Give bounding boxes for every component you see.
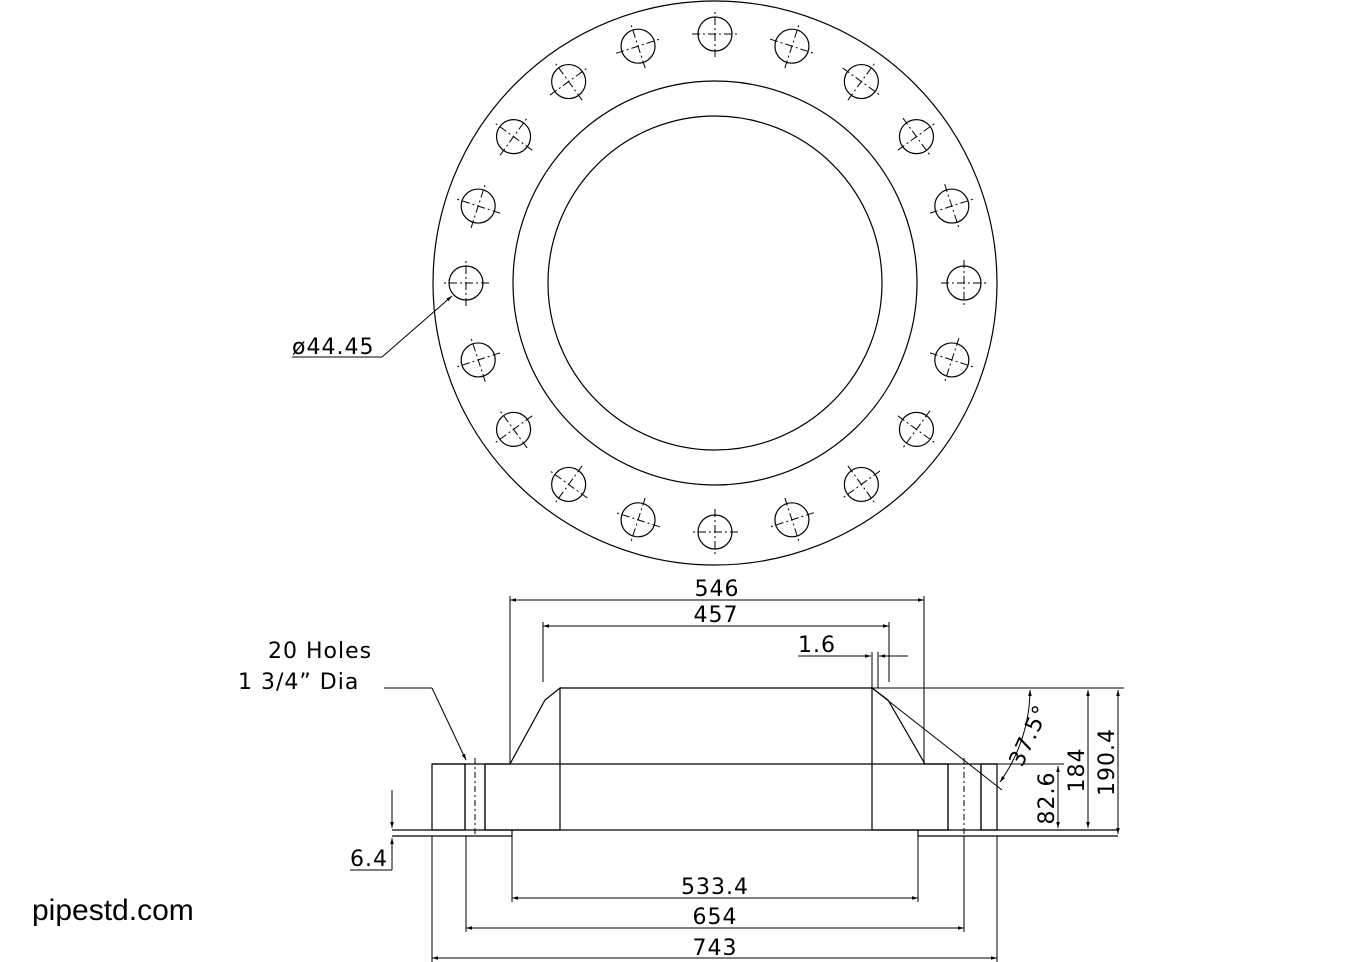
dimension-546: 546 — [509, 577, 925, 764]
bolt-holes — [443, 11, 987, 555]
bolt-hole — [549, 62, 588, 101]
dimension-457: 457 — [542, 603, 890, 682]
dimension-82-6: 82.6 — [997, 763, 1064, 828]
dim-190-4-label: 190.4 — [1095, 728, 1120, 796]
bolt-hole — [456, 184, 501, 229]
angle-label: 37.5° — [1005, 701, 1055, 770]
hub-right — [871, 686, 949, 831]
bolt-hole — [769, 497, 814, 542]
hole-note: 20 Holes 1 3/4” Dia — [238, 639, 467, 761]
bolt-hole — [769, 24, 814, 69]
bolt-hole — [692, 11, 738, 57]
bolt-hole — [897, 410, 936, 449]
flange-left-ring — [431, 763, 466, 831]
bolt-hole — [443, 260, 489, 306]
bolt-hole-dimension: ø44.45 — [292, 295, 453, 360]
bolt-hole — [456, 337, 501, 382]
bolt-hole — [616, 497, 661, 542]
bolt-hole — [549, 465, 588, 504]
dim-457-label: 457 — [694, 603, 739, 628]
bolt-hole — [897, 117, 936, 156]
dimension-1-6: 1.6 — [798, 633, 908, 688]
dimension-654: 654 — [465, 836, 965, 932]
bolt-hole — [692, 509, 738, 555]
bolt-hole — [929, 184, 974, 229]
bolt-hole — [494, 410, 533, 449]
dim-1-6-label: 1.6 — [798, 633, 836, 658]
flange-right-ring — [980, 763, 998, 831]
dim-533-4-label: 533.4 — [681, 875, 749, 900]
bolt-hole — [842, 465, 881, 504]
bolt-hole — [616, 24, 661, 69]
dimension-184: 184 — [1040, 687, 1096, 828]
flange-top-view — [432, 0, 998, 566]
dim-743-label: 743 — [693, 936, 738, 961]
brand-watermark: pipestd.com — [32, 894, 194, 927]
bolt-hole — [842, 62, 881, 101]
dim-82-6-label: 82.6 — [1035, 772, 1060, 825]
dimension-743: 743 — [431, 836, 998, 962]
hub-circle — [512, 80, 918, 486]
dimension-6-4: 6.4 — [350, 790, 394, 872]
dim-6-4-label: 6.4 — [350, 847, 388, 872]
bolt-hole — [929, 337, 974, 382]
dimension-angle: 37.5° — [871, 687, 1055, 791]
flange-section-view — [392, 686, 1118, 837]
bolt-hole-diameter-label: ø44.45 — [292, 335, 374, 360]
dim-184-label: 184 — [1065, 748, 1090, 793]
outer-circle — [432, 0, 998, 566]
dim-654-label: 654 — [693, 905, 738, 930]
dim-546-label: 546 — [695, 577, 740, 602]
bore-circle — [547, 115, 883, 451]
dimension-533-4: 533.4 — [511, 836, 919, 902]
dimension-190-4: 190.4 — [1095, 687, 1124, 834]
hole-note-line1: 20 Holes — [268, 639, 372, 664]
hub-left — [484, 686, 561, 831]
bolt-hole — [941, 260, 987, 306]
hole-note-line2: 1 3/4” Dia — [238, 670, 359, 695]
bolt-hole — [494, 117, 533, 156]
